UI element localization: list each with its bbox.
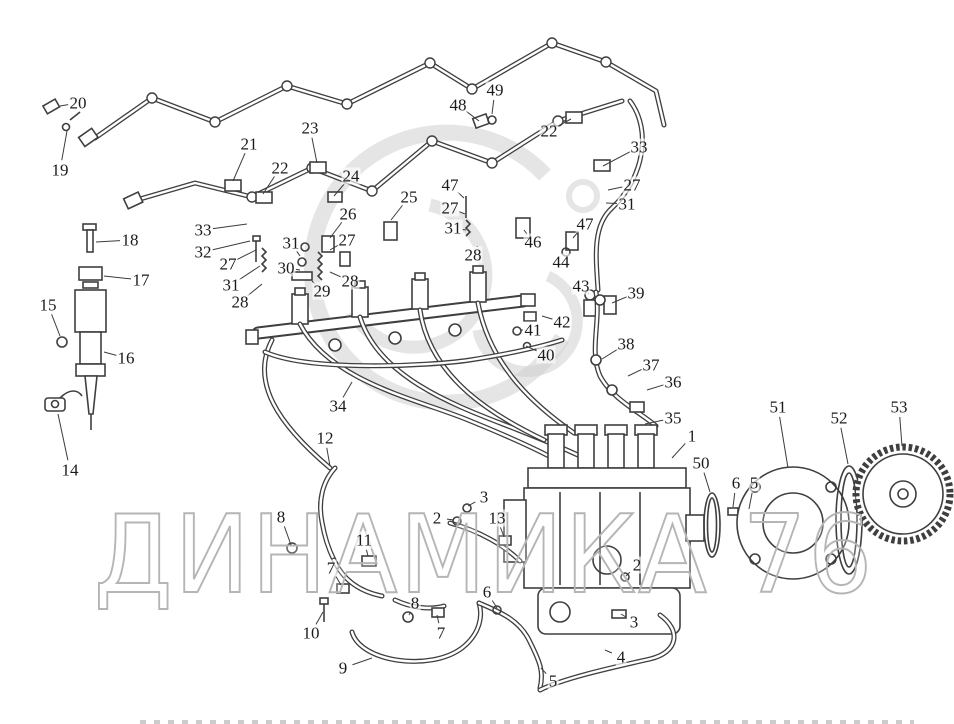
part-callout: 23 <box>300 118 320 138</box>
part-callout: 24 <box>341 166 361 186</box>
injection-pump <box>503 424 705 635</box>
part-callout: 50 <box>691 453 711 473</box>
part-callout: 16 <box>116 348 136 368</box>
part-callout: 8 <box>409 593 421 613</box>
part-callout: 5 <box>748 473 760 493</box>
part-callout: 13 <box>487 508 507 528</box>
part-callout: 21 <box>239 134 259 154</box>
part-callout: 31 <box>617 194 637 214</box>
part-callout: 22 <box>270 158 290 178</box>
part-callout: 28 <box>340 271 360 291</box>
mounting-hardware <box>41 97 617 351</box>
part-callout: 47 <box>575 214 595 234</box>
high-pressure-pipes <box>264 292 656 468</box>
part-callout: 44 <box>551 252 571 272</box>
part-callout: 3 <box>628 612 640 632</box>
part-callout: 19 <box>50 160 70 180</box>
part-callout: 32 <box>193 242 213 262</box>
part-callout: 36 <box>663 372 683 392</box>
part-callout: 27 <box>337 230 357 250</box>
part-callout: 43 <box>571 276 591 296</box>
part-callout: 22 <box>539 121 559 141</box>
part-callout: 49 <box>485 80 505 100</box>
part-callout: 14 <box>60 460 80 480</box>
part-callout: 52 <box>829 408 849 428</box>
part-callout: 5 <box>547 671 559 691</box>
part-callout: 46 <box>523 232 543 252</box>
part-callout: 34 <box>328 396 348 416</box>
part-callout: 27 <box>622 175 642 195</box>
part-callout: 27 <box>440 198 460 218</box>
bottom-crop-artifact <box>140 720 914 724</box>
part-callout: 7 <box>325 558 337 578</box>
part-callout: 29 <box>312 281 332 301</box>
part-callout: 11 <box>354 530 374 550</box>
part-callout: 47 <box>440 175 460 195</box>
bottom-pipes <box>286 468 674 690</box>
part-callout: 12 <box>315 428 335 448</box>
part-callout: 15 <box>38 295 58 315</box>
part-callout: 41 <box>523 320 543 340</box>
part-callout: 6 <box>730 473 742 493</box>
part-callout: 9 <box>337 658 349 678</box>
part-callout: 25 <box>399 187 419 207</box>
part-callout: 17 <box>131 270 151 290</box>
part-callout: 30 <box>276 258 296 278</box>
part-callout: 1 <box>686 426 698 446</box>
part-callout: 18 <box>120 230 140 250</box>
part-callout: 4 <box>615 647 627 667</box>
part-callout: 31 <box>281 233 301 253</box>
part-callout: 37 <box>641 355 661 375</box>
part-callout: 6 <box>481 582 493 602</box>
part-callout: 7 <box>435 623 447 643</box>
part-callout: 31 <box>221 275 241 295</box>
part-callout: 51 <box>768 397 788 417</box>
part-callout: 27 <box>218 254 238 274</box>
injector-assembly <box>44 223 107 430</box>
part-callout: 8 <box>275 507 287 527</box>
part-callout: 35 <box>663 408 683 428</box>
part-callout: 10 <box>301 623 321 643</box>
part-callout: 42 <box>552 312 572 332</box>
part-callout: 28 <box>463 245 483 265</box>
part-callout: 39 <box>626 283 646 303</box>
fuel-rail <box>245 265 536 352</box>
part-callout: 28 <box>230 292 250 312</box>
part-callout: 38 <box>616 334 636 354</box>
part-callout: 48 <box>448 95 468 115</box>
part-callout: 26 <box>338 204 358 224</box>
part-callout: 31 <box>443 218 463 238</box>
part-callout: 33 <box>193 220 213 240</box>
part-callout: 53 <box>889 397 909 417</box>
part-callout: 20 <box>68 93 88 113</box>
part-callout: 3 <box>478 487 490 507</box>
part-callout: 33 <box>629 137 649 157</box>
part-callout: 40 <box>536 345 556 365</box>
part-callout: 2 <box>431 508 443 528</box>
top-return-line <box>77 37 664 148</box>
part-callout: 2 <box>631 555 643 575</box>
drive-gear <box>852 443 954 545</box>
